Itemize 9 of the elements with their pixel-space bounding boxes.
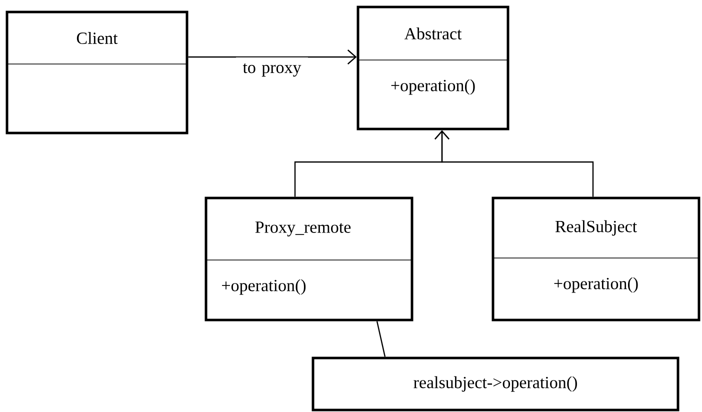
class-box: Abstract +operation() [356,6,510,130]
class-box: Proxy_remote +operation() [204,196,414,322]
association-arrow [188,50,357,64]
note-line [376,321,386,357]
class-box: RealSubject +operation() [492,196,700,322]
edge-label: to proxy [236,57,308,83]
note-box: realsubject->operation() [312,356,680,412]
class-box: Client [6,10,188,134]
inheritance-arrow [434,130,594,197]
